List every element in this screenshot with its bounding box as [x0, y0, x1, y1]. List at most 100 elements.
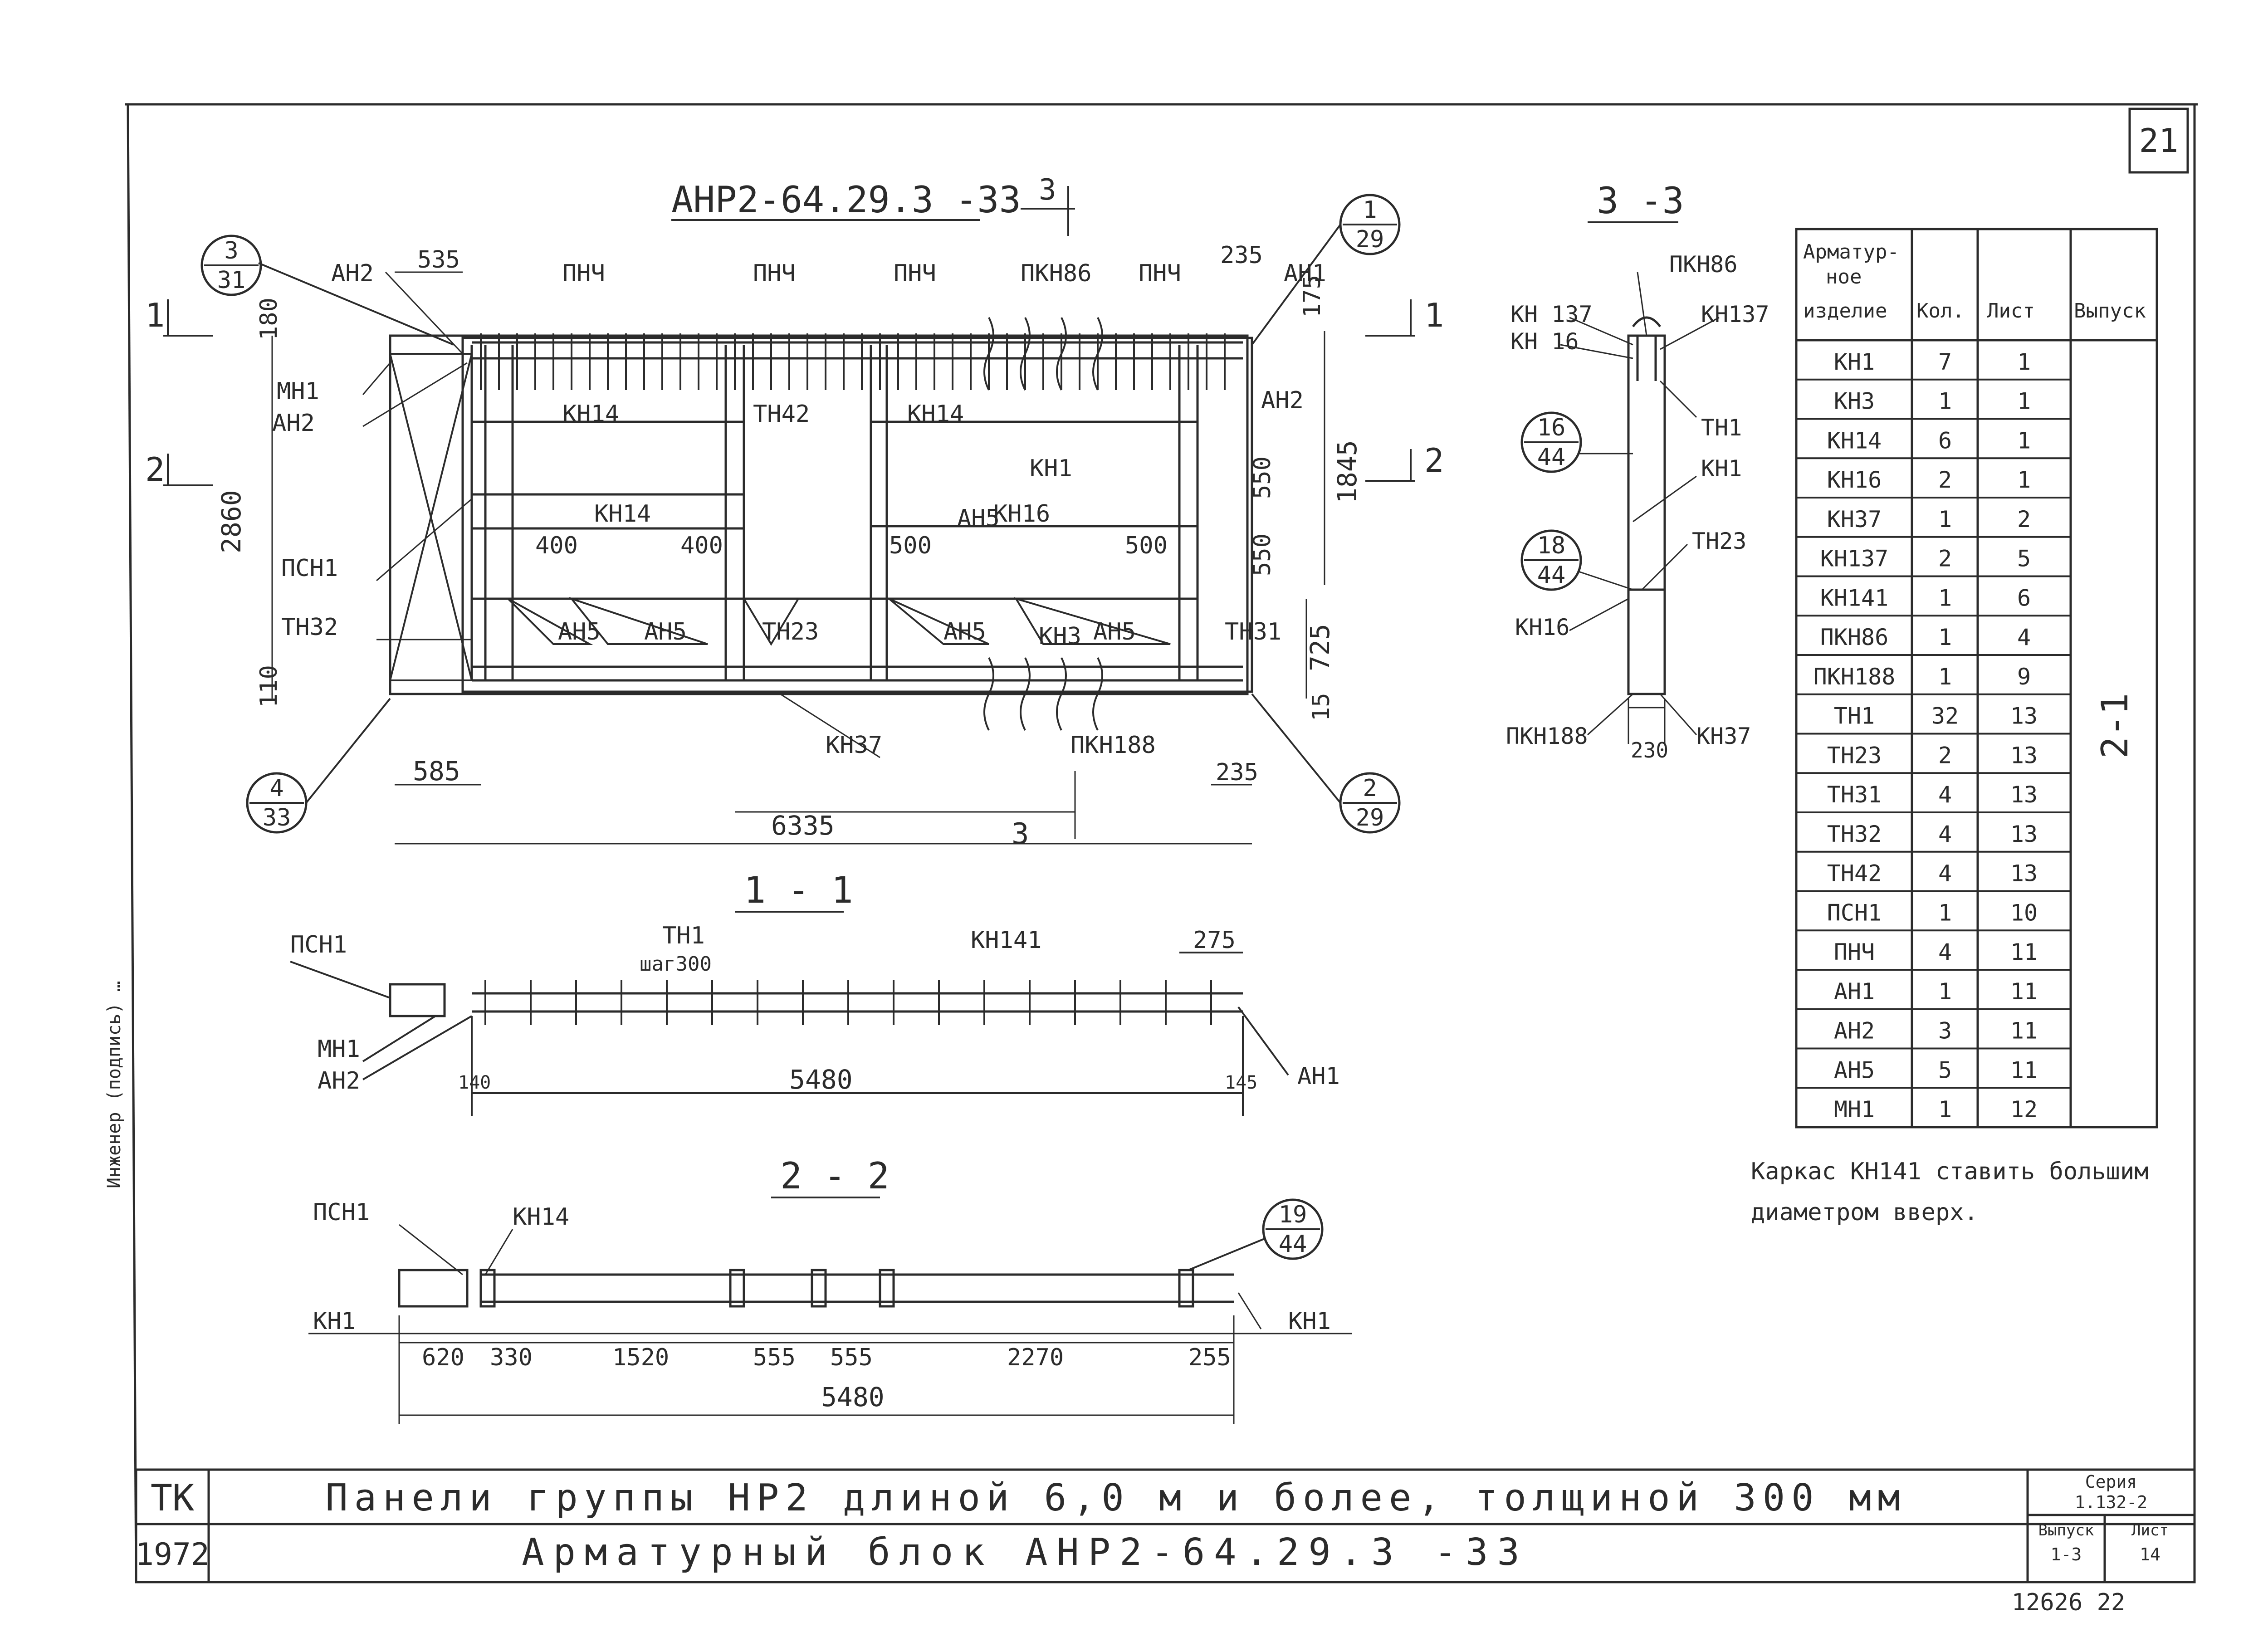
archive-stamp: 12626 22: [2012, 1589, 2125, 1616]
label-ah5-4: АН5: [1093, 618, 1136, 645]
spec-cell-qty: 6: [1938, 427, 1952, 454]
spec-cell-item: МН1: [1834, 1096, 1875, 1123]
spec-cell-qty: 2: [1938, 467, 1952, 493]
detail-bubble-18-44: 18 44: [1520, 529, 1582, 591]
spec-cell-sheet: 13: [2010, 703, 2038, 729]
spec-cell-qty: 7: [1938, 349, 1952, 375]
spec-cell-qty: 32: [1931, 703, 1959, 729]
spec-cell-item: АН5: [1834, 1057, 1875, 1083]
s33-label-kn16-b: КН16: [1515, 614, 1569, 640]
spec-cell-qty: 4: [1938, 782, 1952, 808]
cut-1-right-label: 1: [1424, 296, 1444, 334]
label-ah1: АН1: [1284, 260, 1326, 287]
sheet-number: 21: [2139, 122, 2179, 160]
label-pnch-1: ПНЧ: [562, 260, 605, 287]
s33-label-pkn188: ПКН188: [1506, 723, 1588, 749]
svg-text:31: 31: [217, 267, 246, 294]
s11-label-ah2: АН2: [318, 1067, 360, 1095]
label-pkn188: ПКН188: [1070, 732, 1156, 759]
s11-dim-145: 145: [1225, 1072, 1257, 1093]
title-block-sheet-value: 14: [2140, 1544, 2160, 1564]
label-kn37: КН37: [826, 732, 882, 759]
dim-550-a: 550: [1249, 456, 1276, 499]
spec-cell-item: ТН31: [1827, 782, 1882, 808]
s22-dim-255: 255: [1188, 1344, 1231, 1371]
section-1-1: 1 - 1 ПСН1 МН1: [290, 869, 1340, 1116]
title-block-sheet-label: Лист: [2131, 1521, 2169, 1539]
detail-bubble-16-44: 16 44: [1520, 411, 1582, 473]
dim-400-b: 400: [680, 532, 723, 559]
spec-cell-sheet: 1: [2017, 388, 2031, 415]
spec-table-header: Арматур- ное изделие Кол. Лист Выпуск: [1803, 240, 2146, 323]
cut-1-left-label: 1: [145, 296, 165, 334]
dim-15: 15: [1308, 693, 1335, 721]
s33-label-th1: ТН1: [1701, 415, 1742, 441]
svg-text:29: 29: [1356, 226, 1384, 253]
spec-cell-sheet: 6: [2017, 585, 2031, 611]
spec-cell-qty: 5: [1938, 1057, 1952, 1083]
spec-cell-sheet: 4: [2017, 624, 2031, 650]
detail-bubble-1-29: 1 29: [1251, 194, 1401, 346]
spec-cell-sheet: 11: [2010, 978, 2038, 1005]
spec-cell-item: ПКН86: [1820, 624, 1889, 650]
spec-cell-sheet: 1: [2017, 349, 2031, 375]
label-ah5-5: АН5: [957, 505, 1000, 532]
main-view-title: АНР2-64.29.3 -33: [671, 179, 1021, 221]
note-line-2: диаметром вверх.: [1751, 1199, 1978, 1226]
svg-text:18: 18: [1537, 532, 1566, 559]
spec-cell-item: КН1: [1834, 349, 1875, 375]
label-kn14-c: КН14: [594, 500, 651, 528]
s11-label-mh1: МН1: [318, 1036, 360, 1063]
section-3-3: 3 -3 16: [1506, 180, 1769, 762]
header-item-line1: Арматур-: [1803, 240, 1899, 264]
s11-label-step: шаг300: [640, 953, 712, 976]
detail-bubble-2-29: 2 29: [1251, 693, 1401, 834]
label-pnch-4: ПНЧ: [1139, 260, 1181, 287]
detail-bubble-3-31: 3 31: [200, 235, 454, 346]
title-block-org: ТК: [151, 1477, 194, 1519]
spec-cell-item: ПКН188: [1813, 664, 1896, 690]
spec-cell-qty: 4: [1938, 939, 1952, 965]
detail-bubble-4-33: 4 33: [246, 698, 391, 834]
spec-cell-sheet: 1: [2017, 467, 2031, 493]
svg-text:4: 4: [269, 775, 284, 802]
s33-label-kn137-r: КН137: [1701, 301, 1769, 327]
dim-535: 535: [417, 246, 460, 274]
label-th42: ТН42: [753, 401, 810, 428]
spec-cell-sheet: 12: [2010, 1096, 2038, 1123]
label-ah5-2: АН5: [644, 618, 687, 645]
spec-cell-item: ПСН1: [1827, 899, 1882, 926]
svg-text:2: 2: [1363, 775, 1377, 802]
cut-2-left-label: 2: [145, 450, 165, 489]
header-issue: Выпуск: [2074, 299, 2146, 323]
s33-label-th23: ТН23: [1692, 528, 1746, 554]
s22-label-kn1-left: КН1: [313, 1308, 356, 1335]
spec-cell-sheet: 1: [2017, 427, 2031, 454]
svg-text:44: 44: [1537, 562, 1566, 589]
svg-text:29: 29: [1356, 804, 1384, 831]
section-1-1-title: 1 - 1: [744, 869, 853, 911]
s11-dim-275: 275: [1193, 927, 1236, 954]
note-line-1: Каркас КН141 ставить большим: [1751, 1158, 2149, 1185]
label-kn14-b: КН14: [907, 401, 964, 428]
svg-text:1: 1: [1363, 196, 1377, 224]
s33-label-kn37: КН37: [1696, 723, 1751, 749]
label-mh1: МН1: [277, 378, 319, 405]
s33-label-kn137-l: КН 137: [1510, 301, 1593, 327]
label-pkn86: ПКН86: [1021, 260, 1092, 287]
margin-text: Инженер (подпись) …: [104, 981, 125, 1188]
s22-label-kn14: КН14: [513, 1203, 569, 1231]
spec-cell-item: ТН32: [1827, 821, 1882, 847]
spec-cell-sheet: 13: [2010, 742, 2038, 768]
dim-500-a: 500: [889, 532, 932, 559]
title-block-issue-label: Выпуск: [2038, 1521, 2094, 1539]
dim-550-b: 550: [1249, 533, 1276, 576]
title-block-line-2: Арматурный блок АНР2-64.29.3 -33: [522, 1531, 1529, 1574]
s22-dim-330: 330: [490, 1344, 533, 1371]
spec-table-vypusk-value: 2-1: [2094, 693, 2136, 759]
s33-label-kn16-l: КН 16: [1510, 328, 1579, 355]
spec-cell-item: АН1: [1834, 978, 1875, 1005]
svg-text:3: 3: [224, 237, 238, 264]
dim-500-b: 500: [1125, 532, 1168, 559]
